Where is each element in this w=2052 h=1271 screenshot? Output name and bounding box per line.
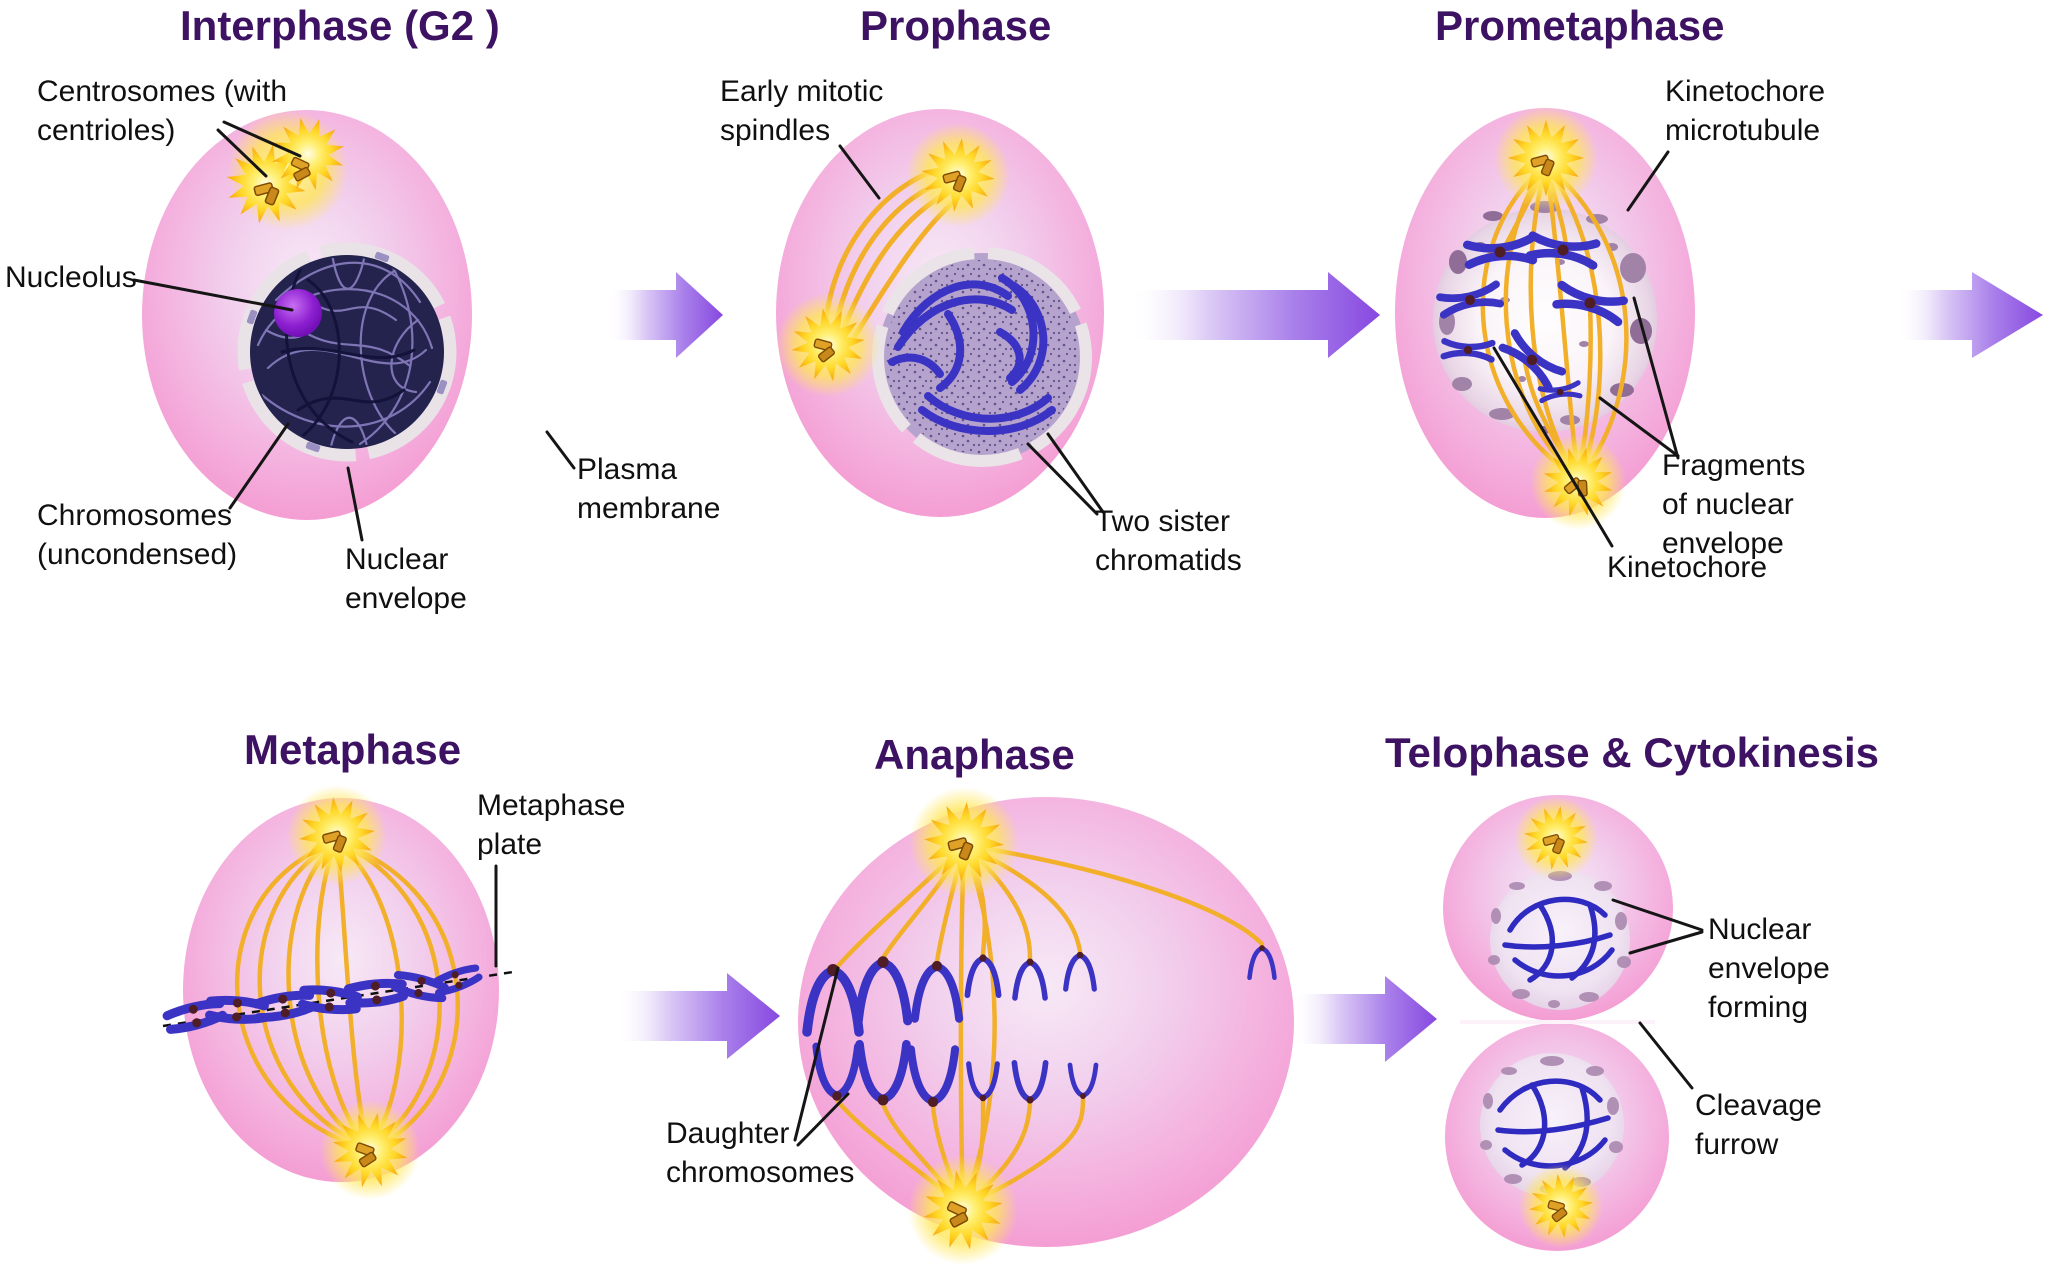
label-line: plate: [477, 828, 543, 861]
cell-anaphase: [798, 787, 1294, 1265]
label-line: Nuclear: [345, 543, 449, 576]
title-metaphase: Metaphase: [244, 726, 462, 773]
label-nuclear-envelope: Nuclear envelope: [345, 540, 467, 618]
label-line: Cleavage: [1695, 1089, 1822, 1122]
label-line: envelope: [345, 582, 467, 615]
label-line: Chromosomes: [37, 499, 233, 532]
title-telophase: Telophase & Cytokinesis: [1385, 729, 1880, 776]
label-plasma-membrane: Plasma membrane: [577, 450, 720, 528]
cell-metaphase: [163, 785, 514, 1200]
arrow-interphase-to-prophase: [610, 272, 723, 358]
label-line: (uncondensed): [37, 538, 238, 571]
label-line: Metaphase: [477, 789, 626, 822]
label-centrosomes: Centrosomes (with centrioles): [37, 72, 287, 150]
label-line: Plasma: [577, 453, 678, 486]
nuclear-envelope-interphase: [237, 242, 457, 462]
title-interphase: Interphase (G2 ): [180, 2, 500, 49]
label-nuclear-envelope-forming: Nuclear envelope forming: [1708, 910, 1830, 1027]
label-fragments-nuclear-envelope: Fragments of nuclear envelope: [1662, 446, 1805, 563]
label-metaphase-plate: Metaphase plate: [477, 786, 625, 864]
label-line: Centrosomes (with: [37, 75, 288, 108]
label-line: Kinetochore: [1665, 75, 1826, 108]
label-line: chromosomes: [666, 1156, 855, 1189]
label-two-sister-chromatids: Two sister chromatids: [1095, 502, 1242, 580]
label-line: chromatids: [1095, 544, 1242, 577]
cell-prophase: [776, 109, 1104, 517]
label-line: centrioles): [37, 114, 176, 147]
label-line: spindles: [720, 114, 831, 147]
condensed-chromosomes-prophase: [888, 274, 1056, 435]
cell-prometaphase: [1395, 106, 1695, 530]
label-line: microtubule: [1665, 114, 1821, 147]
label-line: Early mitotic: [720, 75, 884, 108]
label-line: Kinetochore: [1607, 551, 1768, 584]
label-line: Nucleolus: [5, 261, 137, 294]
label-daughter-chromosomes: Daughter chromosomes: [666, 1114, 854, 1192]
arrow-anaphase-to-telophase: [1295, 976, 1437, 1062]
arrow-prometaphase-to-next-row: [1900, 272, 2043, 358]
label-line: Nuclear: [1708, 913, 1812, 946]
title-prophase: Prophase: [860, 2, 1052, 49]
leader-lines: [132, 120, 1704, 1147]
label-line: Fragments: [1662, 449, 1806, 482]
label-line: of nuclear: [1662, 488, 1794, 521]
label-line: Two sister: [1095, 505, 1231, 538]
label-cleavage-furrow: Cleavage furrow: [1695, 1086, 1822, 1164]
cells-telophase: [1443, 795, 1673, 1251]
nucleolus: [274, 289, 322, 337]
arrow-prophase-to-prometaphase: [1133, 272, 1380, 358]
label-line: Daughter: [666, 1117, 790, 1150]
label-line: envelope: [1708, 952, 1830, 985]
label-line: forming: [1708, 991, 1809, 1024]
label-early-mitotic-spindles: Early mitotic spindles: [720, 72, 883, 150]
title-prometaphase: Prometaphase: [1435, 2, 1725, 49]
nuclear-envelope-fragments: [1439, 201, 1652, 434]
title-anaphase: Anaphase: [874, 731, 1075, 778]
cell-interphase: [142, 110, 472, 520]
label-kinetochore-microtubule: Kinetochore microtubule: [1665, 72, 1825, 150]
label-line: envelope: [1662, 527, 1784, 560]
nuclear-envelope-forming-fragments: [1480, 871, 1631, 1193]
label-chromosomes-uncondensed: Chromosomes (uncondensed): [37, 496, 237, 574]
label-line: furrow: [1695, 1128, 1779, 1161]
label-kinetochore: Kinetochore: [1607, 548, 1767, 587]
arrow-metaphase-to-anaphase: [618, 973, 780, 1059]
label-line: membrane: [577, 492, 721, 525]
flow-arrows: [610, 272, 2043, 1062]
label-nucleolus: Nucleolus: [5, 258, 137, 297]
